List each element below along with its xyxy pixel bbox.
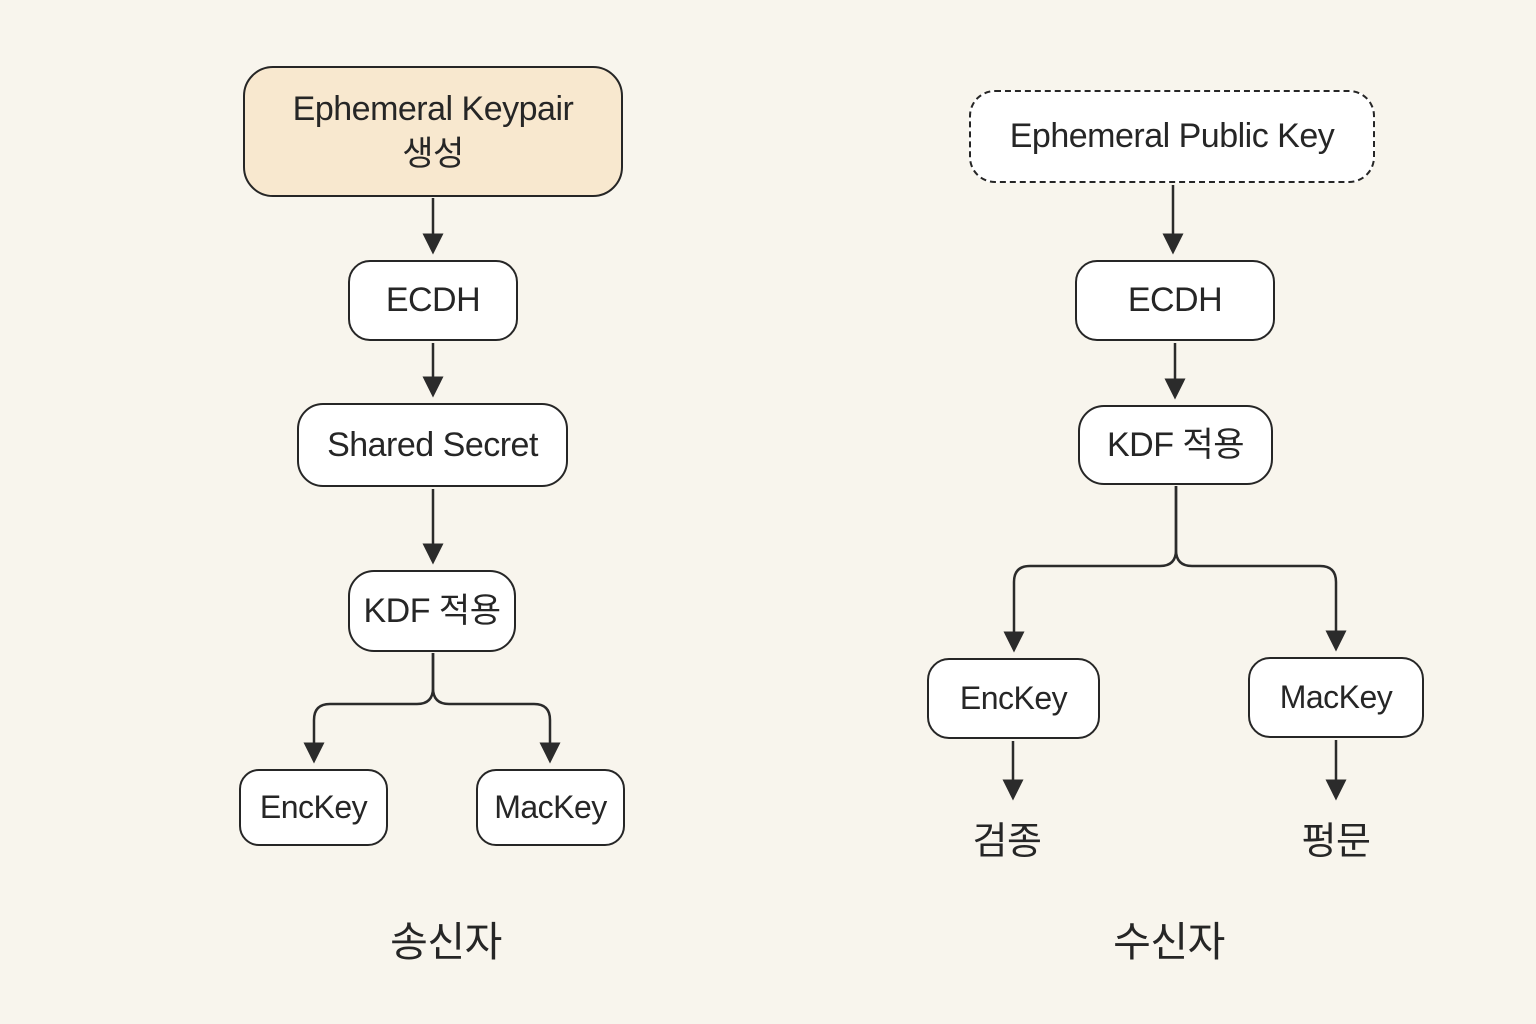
node-mackey-sender: MacKey (476, 769, 625, 846)
node-kdf-receiver-label: KDF 적용 (1106, 425, 1245, 464)
node-ephemeral-keypair: Ephemeral Keypair 생성 (243, 66, 623, 197)
arrow-kdf-to-mackey-receiver (1174, 486, 1347, 652)
node-ephemeral-keypair-line2: 생성 (402, 134, 464, 173)
node-ecdh-receiver-label: ECDH (1127, 281, 1223, 320)
node-shared-secret: Shared Secret (297, 403, 568, 487)
node-mackey-receiver-label: MacKey (1279, 678, 1393, 715)
node-kdf-sender-label: KDF 적용 (363, 591, 501, 630)
mackey-output-text: 펑문 (1301, 821, 1371, 863)
enckey-output-text: 검종 (972, 821, 1042, 863)
node-enckey-sender: EncKey (239, 769, 388, 846)
node-ephemeral-public-key-label: Ephemeral Public Key (1009, 117, 1335, 156)
node-ecdh-sender-label: ECDH (385, 281, 481, 320)
arrow-kdf-to-enckey-sender (303, 653, 435, 764)
arrow-kdf-to-mackey-sender (431, 653, 561, 764)
node-ecdh-sender: ECDH (348, 260, 518, 341)
node-enckey-sender-label: EncKey (259, 788, 368, 825)
receiver-section-label: 수신자 (1113, 919, 1225, 965)
node-enckey-receiver: EncKey (927, 658, 1100, 739)
sender-section-label: 송신자 (390, 919, 502, 965)
node-ephemeral-keypair-line1: Ephemeral Keypair (292, 90, 574, 129)
node-mackey-sender-label: MacKey (494, 788, 607, 825)
node-ecdh-receiver: ECDH (1075, 260, 1275, 341)
arrow-kdf-to-enckey-receiver (1003, 486, 1178, 653)
node-kdf-receiver: KDF 적용 (1078, 405, 1273, 485)
node-kdf-sender: KDF 적용 (348, 570, 516, 652)
node-enckey-receiver-label: EncKey (959, 679, 1068, 716)
node-mackey-receiver: MacKey (1248, 657, 1424, 738)
node-ephemeral-public-key: Ephemeral Public Key (969, 90, 1375, 183)
node-shared-secret-label: Shared Secret (327, 425, 538, 464)
